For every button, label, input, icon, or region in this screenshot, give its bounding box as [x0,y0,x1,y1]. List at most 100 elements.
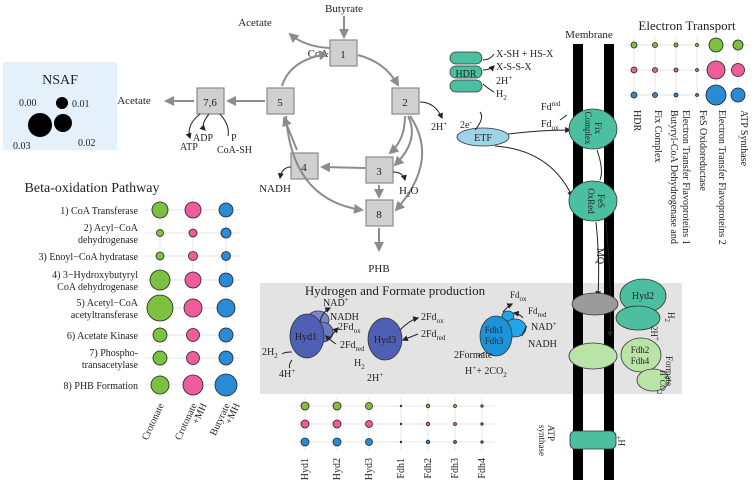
fdh2-fdh4-protein-c [636,368,670,392]
hyd1-h2: 2H2 [262,347,278,360]
beta-bubble [218,272,234,288]
step-box-2 [391,87,420,115]
beta-row-label: 3) Enoyl−CoA hydratase [38,252,138,263]
hyd2-2h: 2H+ [649,326,661,341]
hydrogenase-bubble [300,419,310,429]
electron-transport-bubble [630,41,638,49]
electron-transport-bubble [673,67,679,73]
fdh3-label: Fdh3 [485,336,504,346]
atp-synthase-body [569,430,617,450]
beta-bubble [150,375,170,395]
beta-bubble [221,251,231,261]
hyd3-label: Hyd3 [374,335,396,346]
beta-bubble [188,251,198,261]
electron-transport-bubble [695,93,699,97]
beta-bubble [218,202,234,218]
hydrogenase-bubble [425,439,431,445]
nsaf-label-2: 0.03 [13,141,31,152]
hdr-subunit-mid [449,65,483,79]
beta-row-label: 7) Phospho- [89,348,138,359]
electron-transport-bubble [673,92,679,98]
step-label-1: 1 [340,49,346,61]
electron-transport-bubble [652,42,658,48]
membrane-layer-outer [573,44,583,480]
step-box-4 [290,152,319,180]
hdr-subunit-bottom [449,79,483,93]
beta-bubble [186,351,200,365]
fdh-nadh: NADH [528,339,557,350]
hydrogenase-column-label: Hyd3 [364,458,375,480]
fdh2-fdh4-protein-a [568,342,618,370]
hydrogenase-bubble [480,440,484,444]
fix-fd-red: Fdred [541,100,561,113]
hydrogenase-bubble [300,401,310,411]
electron-transport-bubble [706,60,726,80]
fes-label-2: OxRed [586,188,596,214]
beta-bubble [155,251,165,261]
hydrogenase-column-label: Hyd2 [332,458,343,480]
electron-transport-bubble [652,67,658,73]
beta-row-label: transacetylase [82,360,139,371]
hydrogenase-bubble [365,438,373,446]
beta-oxidation-table: Beta-oxidation Pathway 1) CoA Transferas… [25,181,243,442]
beta-bubble [214,373,238,397]
formate-label: Formate [664,356,674,386]
hydrogenase-bubble [365,402,373,410]
electron-transport-bubble [730,87,746,103]
hydrogenase-bubble [453,440,457,444]
etf-label: ETF [474,133,492,144]
electron-transport-bubble [630,91,638,99]
h2o-label: H2O [399,185,418,199]
step-box-76 [196,87,225,115]
acetate-left-label: Acetate [117,95,151,107]
hydrogenase-column-label: Fdh3 [450,458,461,479]
atp-synthase-label-2: synthase [537,425,547,456]
electron-transport-column-label: Butyryl-CoA Dehydrogenase and [668,110,679,244]
electron-transport-column-label: Electron Transfer Flavoproteins 2 [716,110,727,245]
beta-row-label: 6) Acetate Kinase [67,331,139,342]
electron-transport-column-label: FeS Oxidoreductase [697,110,708,191]
step-label-4: 4 [301,162,307,174]
electron-transport-title: Electron Transport [638,18,736,33]
electron-transport-bubble [731,63,745,77]
hdr-subunit-top [449,51,483,65]
fdh-formate: 2Formate [454,350,493,361]
phb-label: PHB [368,263,389,275]
electron-transport-column-label: HDR [631,110,642,131]
electron-transport-bubble [732,39,744,51]
hyd1-fd-red: 2Fdred [340,340,365,353]
butyrate-pathway: Butyrate Acetate CoA 1 2 3 4 5 7,6 8 Ace… [117,3,424,275]
etf-protein [456,127,510,147]
beta-bubble [152,327,168,343]
fdh4-label: Fdh4 [631,356,650,366]
beta-row-label: 2) Acyl−CoA [84,223,139,234]
hydrogenase-bubble [300,437,310,447]
fdh2-label: Fdh2 [631,345,650,355]
atp-synthase-label-1: ATP [546,425,556,441]
fdh-co2: H++ 2CO2 [465,364,507,379]
beta-bubble [152,350,168,366]
beta-bubble [146,294,174,322]
hydrogenase-bubble [453,422,457,426]
hyd3-fd-ox: 2Fdox [421,312,444,325]
hydrogenase-bubble [453,404,457,408]
hydrogenase-column-label: Fdh4 [477,458,488,479]
hyd1-enzyme [289,313,325,359]
nsaf-label-1: 0.01 [72,99,90,110]
beta-bubble [182,374,204,396]
fes-label-1: FeS [596,194,606,208]
beta-bubble [216,298,236,318]
step-box-3 [365,156,394,184]
hyd1-4h: 4H+ [279,367,295,380]
nsaf-label-3: 0.02 [78,138,96,149]
hyd1-nad: NAD+ [323,296,349,309]
electron-transport-column-label: Fix Complex [652,110,663,163]
fes-oxred-protein [568,180,618,222]
beta-bubble [188,228,198,238]
hydrogen-title: Hydrogen and Formate production [305,283,486,298]
fix-fd-ox: Fdox [541,119,559,132]
hydrogenase-bubble [480,422,484,426]
hydrogenase-bubble [365,420,373,428]
